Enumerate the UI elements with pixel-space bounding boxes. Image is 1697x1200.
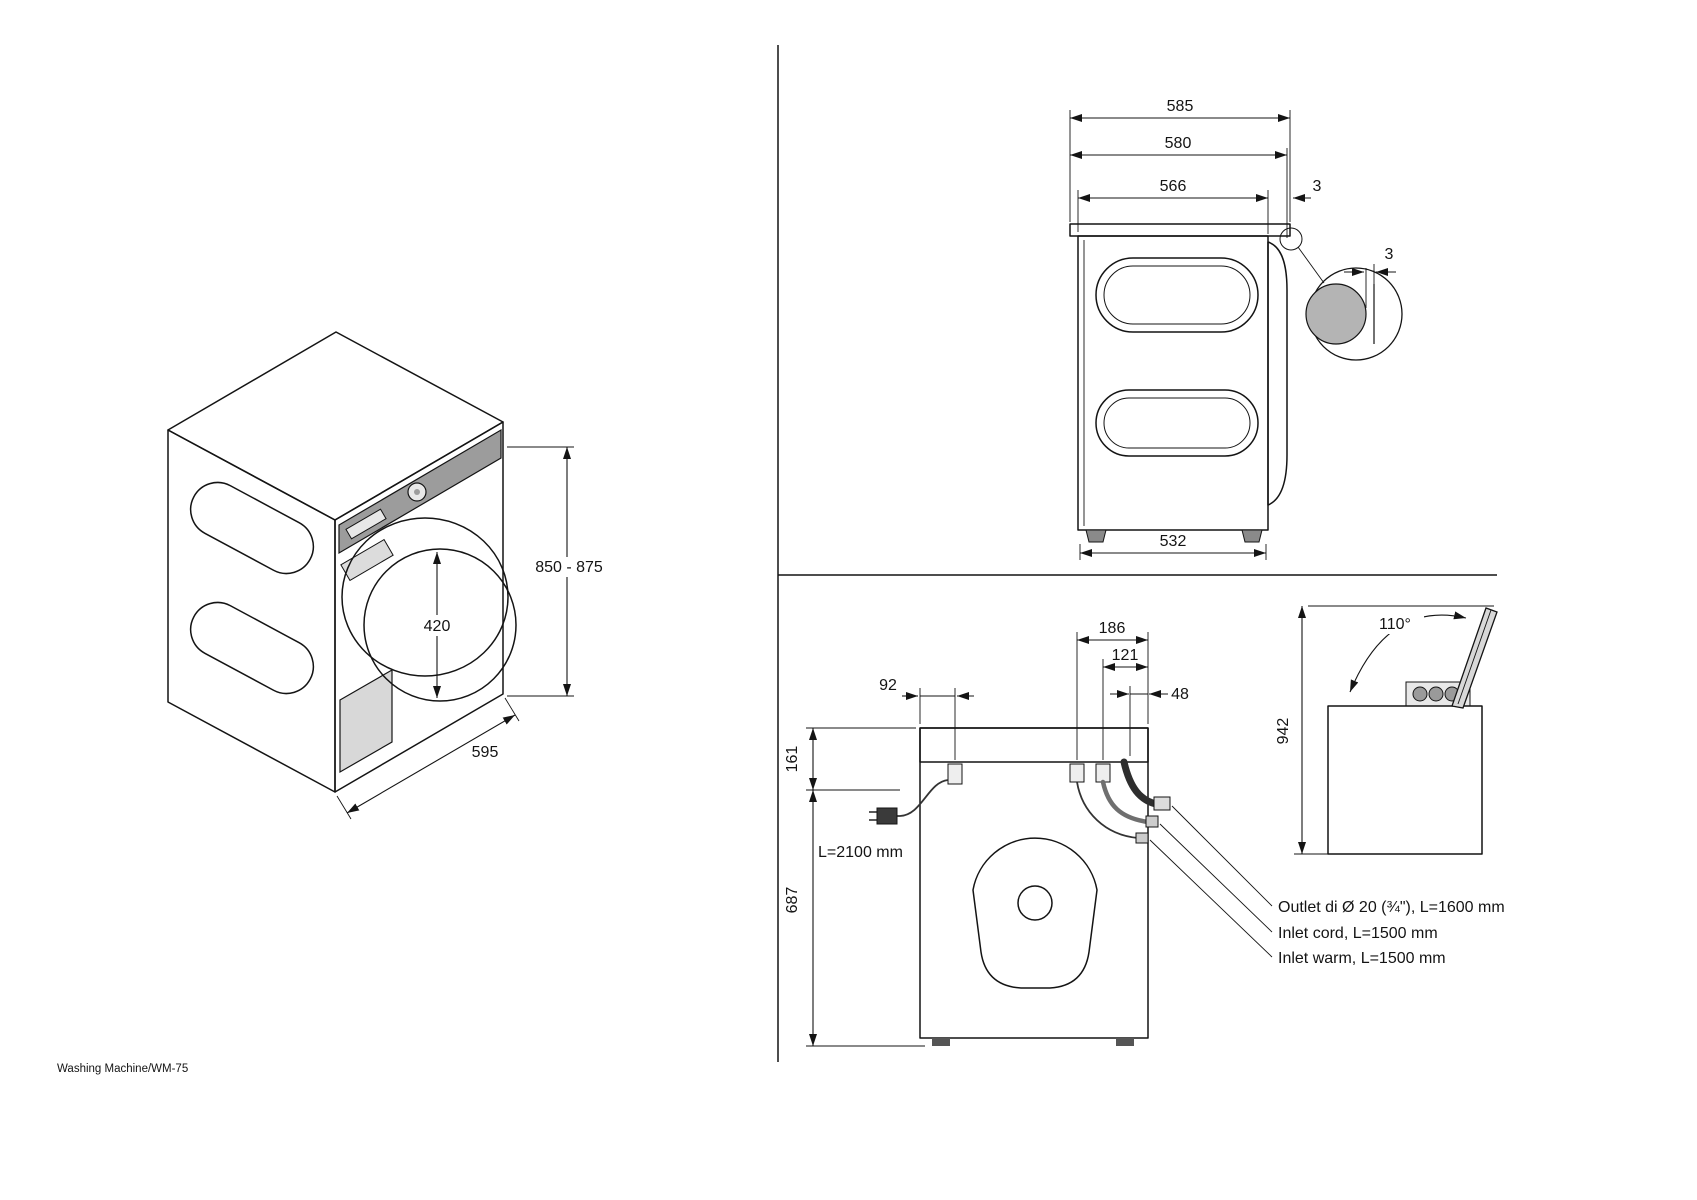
dim-92-label: 92 [879, 677, 897, 694]
side-emboss-upper-outer [1095, 257, 1259, 333]
dim-height-label-bg [525, 557, 613, 577]
angle-label: 110° [1379, 616, 1411, 633]
side-emboss-lower [189, 601, 315, 695]
display-window [345, 508, 387, 540]
rear-foot-left [932, 1038, 950, 1046]
foot-right [1241, 529, 1263, 543]
dispenser-cup-1 [1412, 686, 1428, 702]
iso-left-face [167, 429, 336, 793]
footer-label: Washing Machine/WM-75 [57, 1063, 188, 1075]
dim-942-label: 942 [1275, 718, 1292, 745]
leader-inlet-warm [1149, 839, 1273, 958]
connector-b [1095, 763, 1111, 783]
dispenser-cup-2 [1428, 686, 1444, 702]
cord-inlet [947, 763, 963, 785]
leader-inlet-cord [1159, 823, 1273, 933]
dim-door-label: 420 [424, 618, 451, 635]
dim-width-ext-right [504, 697, 520, 722]
dim-580-label: 580 [1165, 135, 1192, 152]
side-view: 585 580 566 3 3 532 [1069, 98, 1403, 560]
service-hatch [339, 668, 393, 774]
detail-door-edge [1305, 283, 1367, 345]
dim-161-label: 161 [784, 746, 801, 773]
detail-leader [1297, 246, 1325, 284]
iso-view: 420 850 - 875 595 [167, 331, 613, 820]
foot-left [1085, 529, 1107, 543]
dim-width-ext-left [336, 795, 352, 820]
iso-front-face [334, 421, 504, 793]
drum-bearing [1017, 885, 1053, 921]
inlet-hose [1100, 779, 1151, 825]
open-lid-view: 110° 942 [1275, 605, 1498, 855]
program-knob-center [414, 489, 420, 495]
connector-a [1069, 763, 1085, 783]
dim-height-label: 850 - 875 [535, 559, 603, 576]
dim-3top-label: 3 [1313, 178, 1322, 195]
side-emboss-lower-outer [1095, 389, 1259, 457]
open-body [1327, 705, 1483, 855]
dim-532-label: 532 [1160, 533, 1187, 550]
detail-source-circle [1279, 227, 1303, 251]
dim-566-label: 566 [1160, 178, 1187, 195]
inlet-hose-end [1145, 815, 1159, 828]
dim-186-label: 186 [1099, 620, 1126, 637]
dim-door-label-bg [414, 615, 460, 636]
dim-3detail-label: 3 [1385, 246, 1394, 263]
drain-hose-end [1153, 796, 1171, 811]
dim-width-line [346, 714, 516, 814]
inlet-warm-line [1076, 781, 1139, 839]
dim-48-label: 48 [1171, 686, 1189, 703]
door-ring [341, 517, 509, 677]
dim-121-label: 121 [1112, 647, 1139, 664]
iso-top-face [167, 331, 504, 521]
side-emboss-upper [189, 481, 315, 575]
angle-label-bg [1366, 613, 1424, 634]
note-inlet-warm: Inlet warm, L=1500 mm [1278, 950, 1446, 967]
dim-687-label: 687 [784, 887, 801, 914]
note-outlet: Outlet di Ø 20 (¾"), L=1600 mm [1278, 899, 1505, 916]
side-top-panel [1069, 223, 1291, 237]
inlet-warm-end [1135, 832, 1149, 844]
drain-hose [1120, 758, 1160, 808]
door-front [363, 548, 517, 702]
drum-outline [972, 837, 1098, 989]
dim-width-label: 595 [472, 744, 499, 761]
open-lid-inner-line [1457, 609, 1492, 705]
cord-length-label: L=2100 mm [818, 844, 903, 861]
side-emboss-lower-inner [1103, 397, 1251, 449]
side-emboss-upper-inner [1103, 265, 1251, 325]
leader-outlet [1171, 805, 1273, 907]
dim-585-label: 585 [1167, 98, 1194, 115]
power-cord [897, 779, 949, 817]
rear-top-strip [919, 727, 1149, 763]
power-plug-icon [876, 807, 898, 825]
rear-view: L=2100 mm Outlet di Ø 20 (¾"), L=1600 mm… [784, 620, 1505, 1047]
door-bulge [1267, 241, 1288, 506]
side-body [1077, 235, 1269, 531]
rear-foot-right [1116, 1038, 1134, 1046]
note-inlet-cord: Inlet cord, L=1500 mm [1278, 925, 1438, 942]
